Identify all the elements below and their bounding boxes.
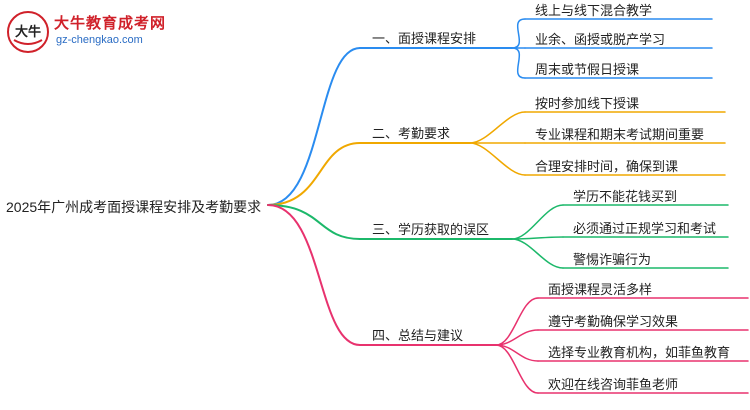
svg-text:大牛: 大牛 [15, 24, 41, 39]
branch-topic: 一、面授课程安排 [372, 31, 477, 46]
leaf-topic: 业余、函授或脱产学习 [535, 32, 666, 47]
branch-connector [267, 204, 361, 346]
logo-url: gz-chengkao.com [56, 34, 143, 46]
leaf-topic: 面授课程灵活多样 [548, 282, 653, 297]
branch-connector [267, 47, 361, 206]
branch-connector [267, 204, 361, 240]
leaf-topic: 合理安排时间，确保到课 [535, 159, 679, 174]
site-logo[interactable]: 大牛 大牛教育成考网 gz-chengkao.com [6, 10, 176, 54]
leaf-connector [469, 142, 526, 176]
leaf-topic: 必须通过正规学习和考试 [573, 221, 717, 236]
branch-topic: 三、学历获取的误区 [372, 222, 490, 237]
logo-mark-icon: 大牛 [7, 11, 49, 53]
leaf-connector [511, 238, 564, 269]
leaf-connector [469, 111, 526, 144]
leaf-connector [511, 204, 564, 240]
leaf-connector [495, 344, 539, 394]
leaf-topic: 周末或节假日授课 [535, 62, 640, 77]
leaf-connector [511, 18, 526, 49]
branch-connector [267, 142, 361, 206]
leaf-topic: 欢迎在线咨询菲鱼老师 [548, 377, 679, 392]
leaf-connector [495, 297, 539, 346]
branch-topic: 二、考勤要求 [372, 126, 451, 141]
leaf-topic: 专业课程和期末考试期间重要 [535, 127, 705, 142]
leaf-topic: 警惕诈骗行为 [573, 252, 652, 267]
leaf-topic: 选择专业教育机构，如菲鱼教育 [548, 345, 731, 360]
leaf-topic: 遵守考勤确保学习效果 [548, 314, 679, 329]
branch-topic: 四、总结与建议 [372, 328, 464, 343]
leaf-connector [511, 47, 526, 79]
leaf-topic: 按时参加线下授课 [535, 96, 640, 111]
leaf-topic: 线上与线下混合教学 [535, 3, 653, 18]
root-topic: 2025年广州成考面授课程安排及考勤要求 [6, 199, 262, 215]
leaf-topic: 学历不能花钱买到 [573, 189, 678, 204]
logo-title: 大牛教育成考网 [54, 15, 167, 32]
